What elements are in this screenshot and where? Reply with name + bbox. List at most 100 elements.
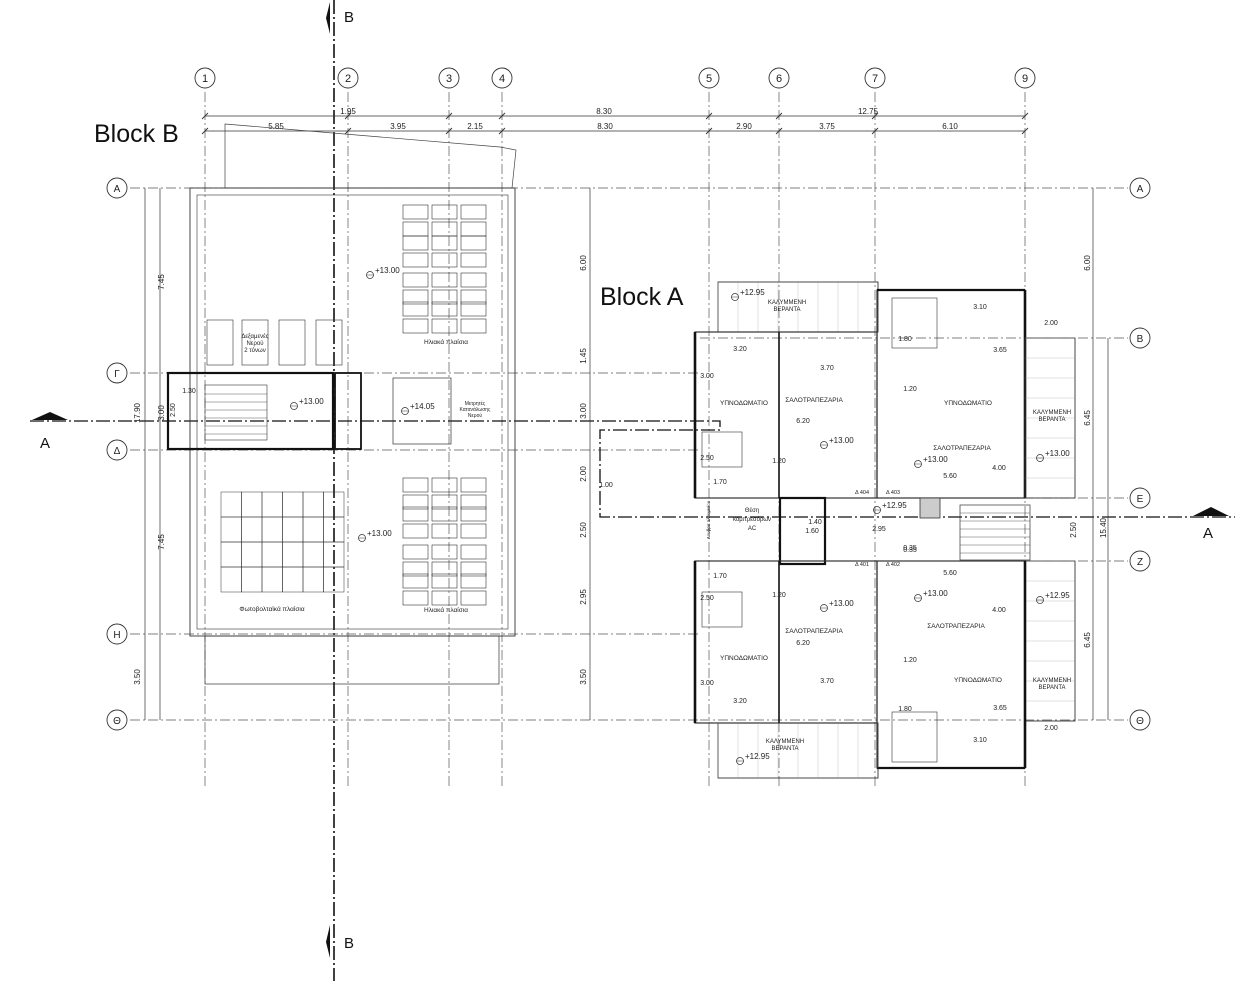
- dim-label: 5.60: [943, 570, 957, 577]
- ac-shaft: [778, 496, 827, 566]
- pv-cell: [282, 516, 304, 543]
- veranda-label: ΚΑΛΥΜΜΕΝΗ: [1033, 410, 1071, 416]
- dim-label: 1.60: [805, 528, 819, 535]
- solar-panel: [402, 573, 429, 589]
- pv-cell: [220, 516, 242, 543]
- dim-label: 3.00: [700, 680, 714, 687]
- solar-bottom-label: Ηλιακά πλαίσια: [424, 606, 468, 614]
- door-tag: Δ 402: [886, 562, 900, 568]
- dim-label: 6.10: [942, 122, 958, 131]
- level-label: +14.05: [410, 402, 435, 411]
- dim-label: 3.70: [820, 365, 834, 372]
- bathroom: [701, 591, 743, 628]
- dim-label: 8.30: [597, 122, 613, 131]
- level-label: +13.00: [923, 589, 948, 598]
- solar-panel: [402, 289, 429, 305]
- meters-room: [392, 377, 452, 445]
- room-label: ΣΑΛΟΤΡΑΠΕΖΑΡΙΑ: [927, 623, 985, 630]
- pv-cell: [323, 566, 345, 593]
- pv-cell: [241, 516, 263, 543]
- solar-panel: [402, 204, 429, 220]
- block-b-inner: [196, 194, 509, 630]
- solar-panel: [431, 221, 458, 237]
- solar-panel: [460, 301, 487, 317]
- dim-tick: [445, 127, 453, 135]
- dim-label: 1.20: [903, 386, 917, 393]
- dim-tick: [775, 112, 783, 120]
- dim-label: 2.00: [1044, 725, 1058, 732]
- grid-bubble-row: [1129, 487, 1151, 509]
- solar-panel: [431, 523, 458, 539]
- ac-label: κομπρεσόρων: [733, 516, 771, 523]
- pv-cell: [261, 541, 283, 568]
- unit-bottom-left: [694, 560, 878, 724]
- dim-label: 2.50: [700, 455, 714, 462]
- dim-label: 4.00: [992, 465, 1006, 472]
- solar-panel: [431, 204, 458, 220]
- dim-label: 6.00: [1083, 255, 1092, 271]
- dim-label: 2.00: [1044, 320, 1058, 327]
- dim-label: 3.00: [157, 405, 166, 421]
- room-label: ΥΠΝΟΔΩΜΑΤΙΟ: [720, 400, 768, 407]
- solar-panel: [402, 561, 429, 577]
- dim-label: 1.80: [898, 336, 912, 343]
- solar-panel: [402, 272, 429, 288]
- room-label: ΣΑΛΟΤΡΑΠΕΖΑΡΙΑ: [785, 397, 843, 404]
- grid-bubble-col: [194, 67, 216, 89]
- solar-panel: [402, 318, 429, 334]
- meters-label: Νερού: [468, 412, 482, 419]
- grid-label-row: Γ: [114, 369, 120, 380]
- pv-cell: [241, 566, 263, 593]
- grid-bubble-col: [491, 67, 513, 89]
- grid-bubble-row: [1129, 550, 1151, 572]
- block-b-title: Block B: [94, 120, 179, 148]
- solar-panel: [402, 301, 429, 317]
- pv-cell: [302, 541, 324, 568]
- grid-bubble-row: [106, 177, 128, 199]
- level-label: +13.00: [829, 599, 854, 608]
- dim-label: 3.65: [993, 705, 1007, 712]
- grid-label-col: 9: [1022, 73, 1028, 85]
- grid-label-col: 7: [872, 73, 878, 85]
- section-arrow-a-left: [32, 412, 68, 420]
- level-label: +13.00: [367, 529, 392, 538]
- level-label: +12.95: [1045, 591, 1070, 600]
- grid-label-row: Ε: [1137, 494, 1144, 505]
- grid-bubble-col: [698, 67, 720, 89]
- room-label: ΣΑΛΟΤΡΑΠΕΖΑΡΙΑ: [933, 445, 991, 452]
- solar-panel: [431, 590, 458, 606]
- level-label: +12.95: [882, 501, 907, 510]
- section-arrow-a-right: [1193, 507, 1229, 516]
- dim-label: 2.50: [170, 403, 177, 417]
- solar-panel: [431, 477, 458, 493]
- dim-tick: [498, 127, 506, 135]
- grid-bubble-col: [337, 67, 359, 89]
- dim-label: 6.00: [579, 255, 588, 271]
- kitchenette: [891, 711, 938, 763]
- solar-panel: [460, 573, 487, 589]
- dim-label: 7.45: [157, 274, 166, 290]
- tanks-label: 2 τόνων: [244, 347, 265, 354]
- solar-panel: [402, 221, 429, 237]
- grid-label-row: Δ: [114, 446, 121, 457]
- ac-label: AC: [748, 526, 757, 532]
- grid-label-row: Η: [113, 630, 120, 641]
- dim-label: 6.20: [796, 640, 810, 647]
- solar-panel: [431, 561, 458, 577]
- dim-label: 1.45: [579, 348, 588, 364]
- solar-panel: [460, 506, 487, 522]
- solar-panel: [431, 235, 458, 251]
- dim-label: 2.95: [872, 526, 886, 533]
- pv-label: Φωτοβολταϊκά πλαίσια: [239, 605, 304, 613]
- section-a-left-label: A: [40, 435, 51, 452]
- dim-label: 12.75: [858, 107, 879, 116]
- pv-cell: [261, 566, 283, 593]
- dim-label: 2.50: [700, 595, 714, 602]
- water-tank: [206, 319, 234, 366]
- solar-panel: [431, 573, 458, 589]
- grid-bubble-col: [1014, 67, 1036, 89]
- solar-panel: [460, 204, 487, 220]
- pv-cell: [220, 541, 242, 568]
- section-arrow-b-bottom: [326, 925, 330, 958]
- dim-label: 3.70: [820, 678, 834, 685]
